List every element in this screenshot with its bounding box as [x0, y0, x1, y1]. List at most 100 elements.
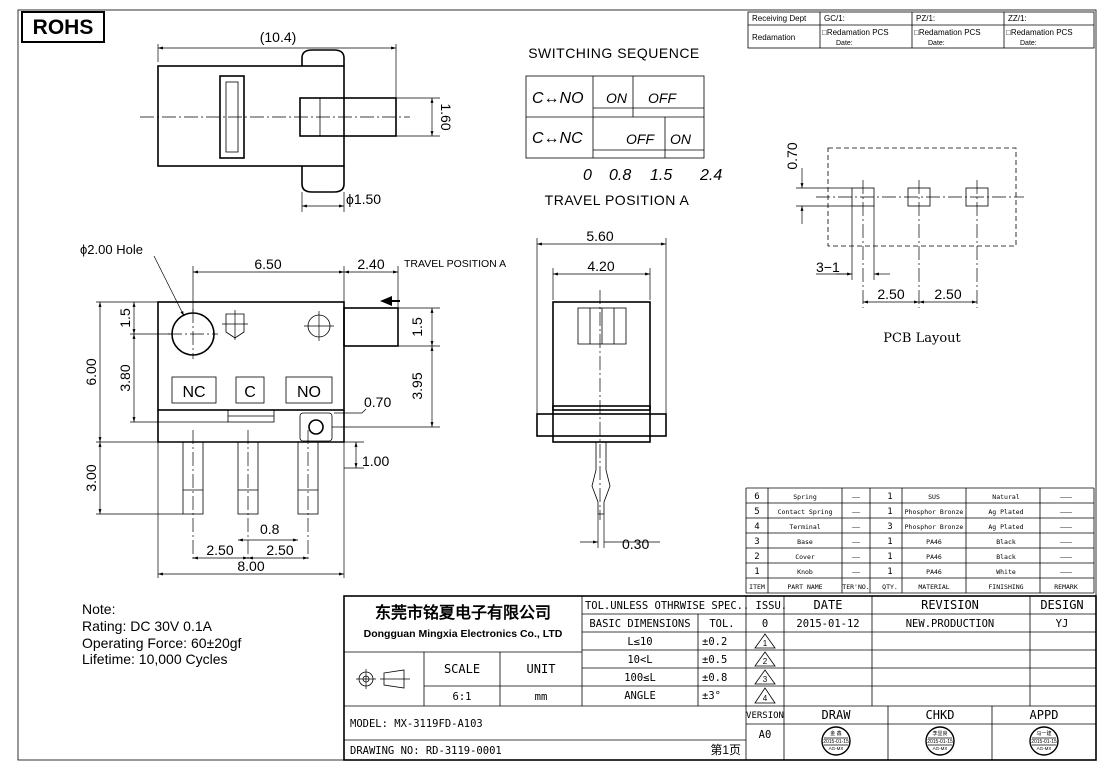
bom-cell: MATERIAL	[918, 583, 949, 591]
bom-cell: 1	[754, 567, 759, 577]
svg-text:MODEL: MX-3119FD-A103: MODEL: MX-3119FD-A103	[350, 718, 483, 730]
svg-text:Dongguan Mingxia Electronics C: Dongguan Mingxia Electronics Co., LTD	[364, 628, 563, 640]
svg-text:2.50: 2.50	[266, 542, 293, 558]
bom-cell: PA46	[926, 568, 942, 576]
pcb-layout: 0.70 3−1 2.50 2.50 PCB Layout	[784, 142, 1024, 346]
svg-text:ON: ON	[670, 131, 692, 147]
svg-text:TRAVEL POSITION A: TRAVEL POSITION A	[404, 258, 506, 270]
svg-text:马一建: 马一建	[1036, 730, 1051, 737]
svg-text:3: 3	[763, 675, 768, 684]
svg-text:VERSION: VERSION	[746, 711, 784, 721]
top-view: (10.4) 1.60 ϕ1.50	[140, 29, 454, 212]
svg-text:1.5: 1.5	[650, 167, 672, 184]
svg-text:GC/1:: GC/1:	[824, 14, 845, 23]
bom-cell: FINISHING	[988, 583, 1023, 591]
approval-stamp: 李显良 2015-01-15 AG-MX	[925, 726, 955, 756]
svg-text:ANGLE: ANGLE	[624, 690, 656, 702]
svg-text:DRAW: DRAW	[822, 708, 852, 722]
bom-cell: ——	[852, 538, 860, 546]
bom-cell: ———	[1060, 538, 1072, 546]
svg-text:0.8: 0.8	[260, 521, 280, 537]
svg-text:1: 1	[763, 639, 768, 648]
bom-cell: 3	[754, 537, 759, 547]
svg-text:2015-01-15: 2015-01-15	[1031, 739, 1057, 745]
bom-cell: Ag Plated	[988, 523, 1023, 531]
bom-cell: ———	[1060, 508, 1072, 516]
svg-text:4: 4	[763, 694, 768, 703]
side-view: 5.60 4.20 0.30	[536, 228, 667, 552]
bom-cell: ITEM	[749, 583, 765, 591]
bom-cell: ———	[1060, 523, 1072, 531]
svg-text:ON: ON	[606, 90, 628, 106]
svg-text:±0.2: ±0.2	[702, 636, 727, 648]
bom-cell: Base	[797, 538, 813, 546]
svg-text:BASIC DIMENSIONS: BASIC DIMENSIONS	[589, 618, 690, 630]
svg-text:□Redamation PCS: □Redamation PCS	[822, 28, 889, 37]
svg-text:Lifetime: 10,000 Cycles: Lifetime: 10,000 Cycles	[82, 651, 228, 667]
bom-cell: ——	[852, 553, 860, 561]
svg-text:TOL.: TOL.	[709, 618, 734, 630]
svg-text:PCB Layout: PCB Layout	[883, 331, 961, 346]
svg-text:mm: mm	[535, 691, 548, 703]
svg-text:2.4: 2.4	[699, 167, 722, 184]
svg-text:东莞市铭夏电子有限公司: 东莞市铭夏电子有限公司	[375, 603, 551, 622]
bom-cell: PA46	[926, 553, 942, 561]
svg-text:3.00: 3.00	[83, 464, 99, 491]
svg-text:. ISSU.: . ISSU.	[743, 600, 787, 612]
receiving-table: Receiving Dept GC/1: PZ/1: ZZ/1: Redamat…	[747, 11, 1095, 49]
svg-text:4.20: 4.20	[587, 258, 614, 274]
notes: Note: Rating: DC 30V 0.1A Operating Forc…	[82, 601, 242, 667]
bom-cell: Terminal	[789, 523, 820, 531]
bom-cell: 1	[887, 507, 892, 517]
svg-text:10<L: 10<L	[627, 654, 652, 666]
svg-text:2015-01-15: 2015-01-15	[927, 739, 953, 745]
svg-text:ROHS: ROHS	[33, 16, 94, 39]
svg-text:3.80: 3.80	[117, 364, 133, 391]
svg-text:2015-01-12: 2015-01-12	[796, 618, 859, 630]
svg-text:金 鑫: 金 鑫	[830, 730, 841, 737]
svg-text:2.50: 2.50	[206, 542, 233, 558]
svg-text:SWITCHING SEQUENCE: SWITCHING SEQUENCE	[528, 45, 700, 61]
svg-text:6.00: 6.00	[83, 358, 99, 385]
svg-text:Date:: Date:	[928, 40, 945, 47]
svg-text:C↔NO: C↔NO	[532, 90, 584, 107]
svg-text:1.5: 1.5	[117, 308, 133, 328]
svg-text:AG-MX: AG-MX	[933, 746, 948, 751]
svg-text:0: 0	[583, 167, 592, 184]
svg-text:0.70: 0.70	[784, 142, 800, 169]
svg-text:±3°: ±3°	[702, 690, 721, 702]
svg-text:UNIT: UNIT	[527, 662, 556, 676]
bom-cell: 6	[754, 492, 759, 502]
svg-text:Receiving Dept: Receiving Dept	[752, 14, 807, 23]
svg-text:NEW.PRODUCTION: NEW.PRODUCTION	[906, 618, 995, 630]
svg-text:YJ: YJ	[1056, 618, 1069, 630]
bom-cell: ——	[852, 493, 860, 501]
bom-cell: 2	[754, 552, 759, 562]
svg-text:ϕ2.00 Hole: ϕ2.00 Hole	[80, 242, 143, 257]
svg-text:OFF: OFF	[648, 90, 677, 106]
bom-cell: REMARK	[1054, 583, 1078, 591]
svg-text:SCALE: SCALE	[444, 662, 480, 676]
switching-sequence: SWITCHING SEQUENCE C↔NO C↔NC ON OFF OFF …	[525, 45, 722, 208]
bom-cell: 1	[887, 552, 892, 562]
bom-cell: Black	[996, 553, 1016, 561]
svg-text:Rating: DC 30V 0.1A: Rating: DC 30V 0.1A	[82, 618, 213, 634]
svg-text:1.60: 1.60	[438, 103, 454, 130]
bom-cell: Spring	[793, 493, 817, 501]
svg-text:第1页: 第1页	[710, 743, 741, 757]
bom-cell: 1	[887, 492, 892, 502]
bom-cell: ———	[1060, 493, 1072, 501]
svg-text:PZ/1:: PZ/1:	[916, 14, 935, 23]
svg-text:TRAVEL POSITION A: TRAVEL POSITION A	[545, 192, 690, 208]
svg-text:CHKD: CHKD	[926, 708, 955, 722]
bom-cell: 4	[754, 522, 759, 532]
bom-cell: ——	[852, 523, 860, 531]
svg-text:DRAWING NO: RD-3119-0001: DRAWING NO: RD-3119-0001	[350, 745, 502, 757]
bom-cell: Phosphor Bronze	[905, 523, 964, 531]
bom-cell: Black	[996, 538, 1016, 546]
svg-text:2.50: 2.50	[934, 286, 961, 302]
bom-cell: ———	[1060, 568, 1072, 576]
svg-text:Date:: Date:	[1020, 40, 1037, 47]
svg-text:2.40: 2.40	[357, 256, 384, 272]
